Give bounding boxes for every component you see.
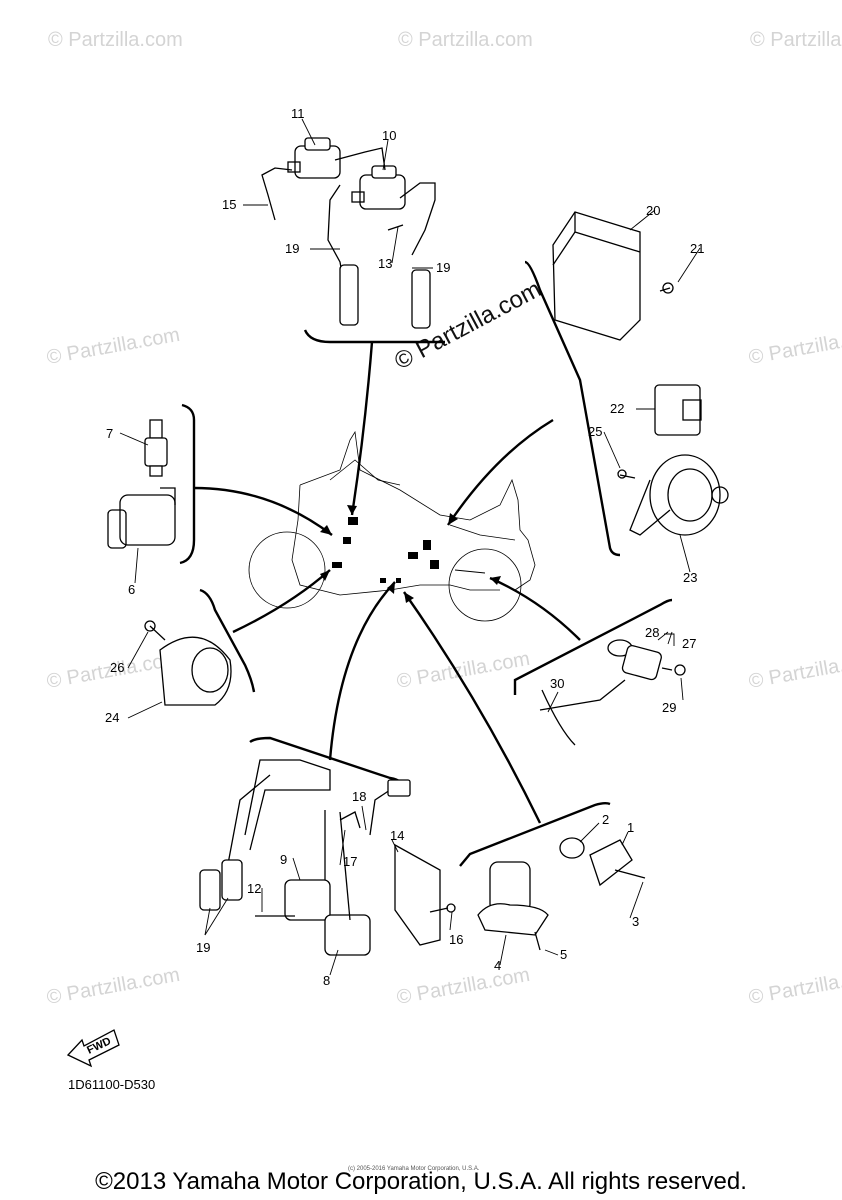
label-part-19-bottom: 19 — [196, 940, 210, 955]
watermark: © Partzilla.com — [395, 964, 532, 1009]
ignition-bottom-group — [199, 759, 456, 956]
label-part-19-top-left: 19 — [285, 241, 299, 256]
label-part-16: 16 — [449, 932, 463, 947]
label-part-15: 15 — [222, 197, 236, 212]
label-part-25: 25 — [588, 424, 602, 439]
label-part-4: 4 — [494, 958, 501, 973]
label-part-17: 17 — [343, 854, 357, 869]
label-part-10: 10 — [382, 128, 396, 143]
watermark: © Partzilla.com — [395, 648, 532, 693]
label-part-8: 8 — [323, 973, 330, 988]
label-part-28: 28 — [645, 625, 659, 640]
label-part-22: 22 — [610, 401, 624, 416]
label-part-23: 23 — [683, 570, 697, 585]
label-part-24: 24 — [105, 710, 119, 725]
label-part-9: 9 — [280, 852, 287, 867]
fwd-arrow: FWD — [66, 1029, 120, 1068]
label-part-30: 30 — [550, 676, 564, 691]
label-part-13: 13 — [378, 256, 392, 271]
label-part-18: 18 — [352, 789, 366, 804]
label-bracket-27-28 — [664, 633, 675, 646]
watermark: © Partzilla.com — [48, 29, 183, 51]
fuel-pump-group — [477, 837, 646, 951]
sensor-left-group — [107, 419, 176, 549]
watermark: © Partzilla.com — [750, 29, 842, 51]
label-part-29: 29 — [662, 700, 676, 715]
horn-right-group — [617, 384, 729, 536]
copyright: ©2013 Yamaha Motor Corporation, U.S.A. A… — [95, 1168, 747, 1195]
watermark: © Partzilla.com — [747, 324, 842, 369]
label-part-1: 1 — [627, 820, 634, 835]
label-part-3: 3 — [632, 914, 639, 929]
watermark: © Partzilla.com — [45, 964, 182, 1009]
label-part-19-top-right: 19 — [436, 260, 450, 275]
part-labels: 1 2 3 4 5 6 7 8 9 10 11 12 13 14 15 16 1… — [105, 106, 704, 988]
ecu-group — [552, 211, 674, 341]
label-leaders — [119, 118, 701, 976]
leader-lines — [193, 341, 581, 824]
label-part-14: 14 — [390, 828, 404, 843]
label-part-7: 7 — [106, 426, 113, 441]
watermark: © Partzilla.com — [747, 648, 842, 693]
label-part-2: 2 — [602, 812, 609, 827]
watermark: © Partzilla.com — [747, 964, 842, 1009]
label-part-6: 6 — [128, 582, 135, 597]
speed-sensor-group — [539, 639, 686, 746]
label-part-26: 26 — [110, 660, 124, 675]
label-part-12: 12 — [247, 881, 261, 896]
motorcycle-outline — [248, 430, 536, 622]
diagram-code: 1D61100-D530 — [68, 1077, 155, 1092]
small-notice: (c) 2005-2016 Yamaha Motor Corporation, … — [348, 1166, 480, 1172]
watermark: © Partzilla.com — [45, 324, 182, 369]
label-part-5: 5 — [560, 947, 567, 962]
horn-left-group — [144, 620, 232, 706]
ignition-coil-group — [261, 137, 436, 329]
label-part-21: 21 — [690, 241, 704, 256]
label-part-11: 11 — [291, 106, 305, 121]
label-part-27: 27 — [682, 636, 696, 651]
label-part-20: 20 — [646, 203, 660, 218]
watermark: © Partzilla.com — [398, 29, 533, 51]
